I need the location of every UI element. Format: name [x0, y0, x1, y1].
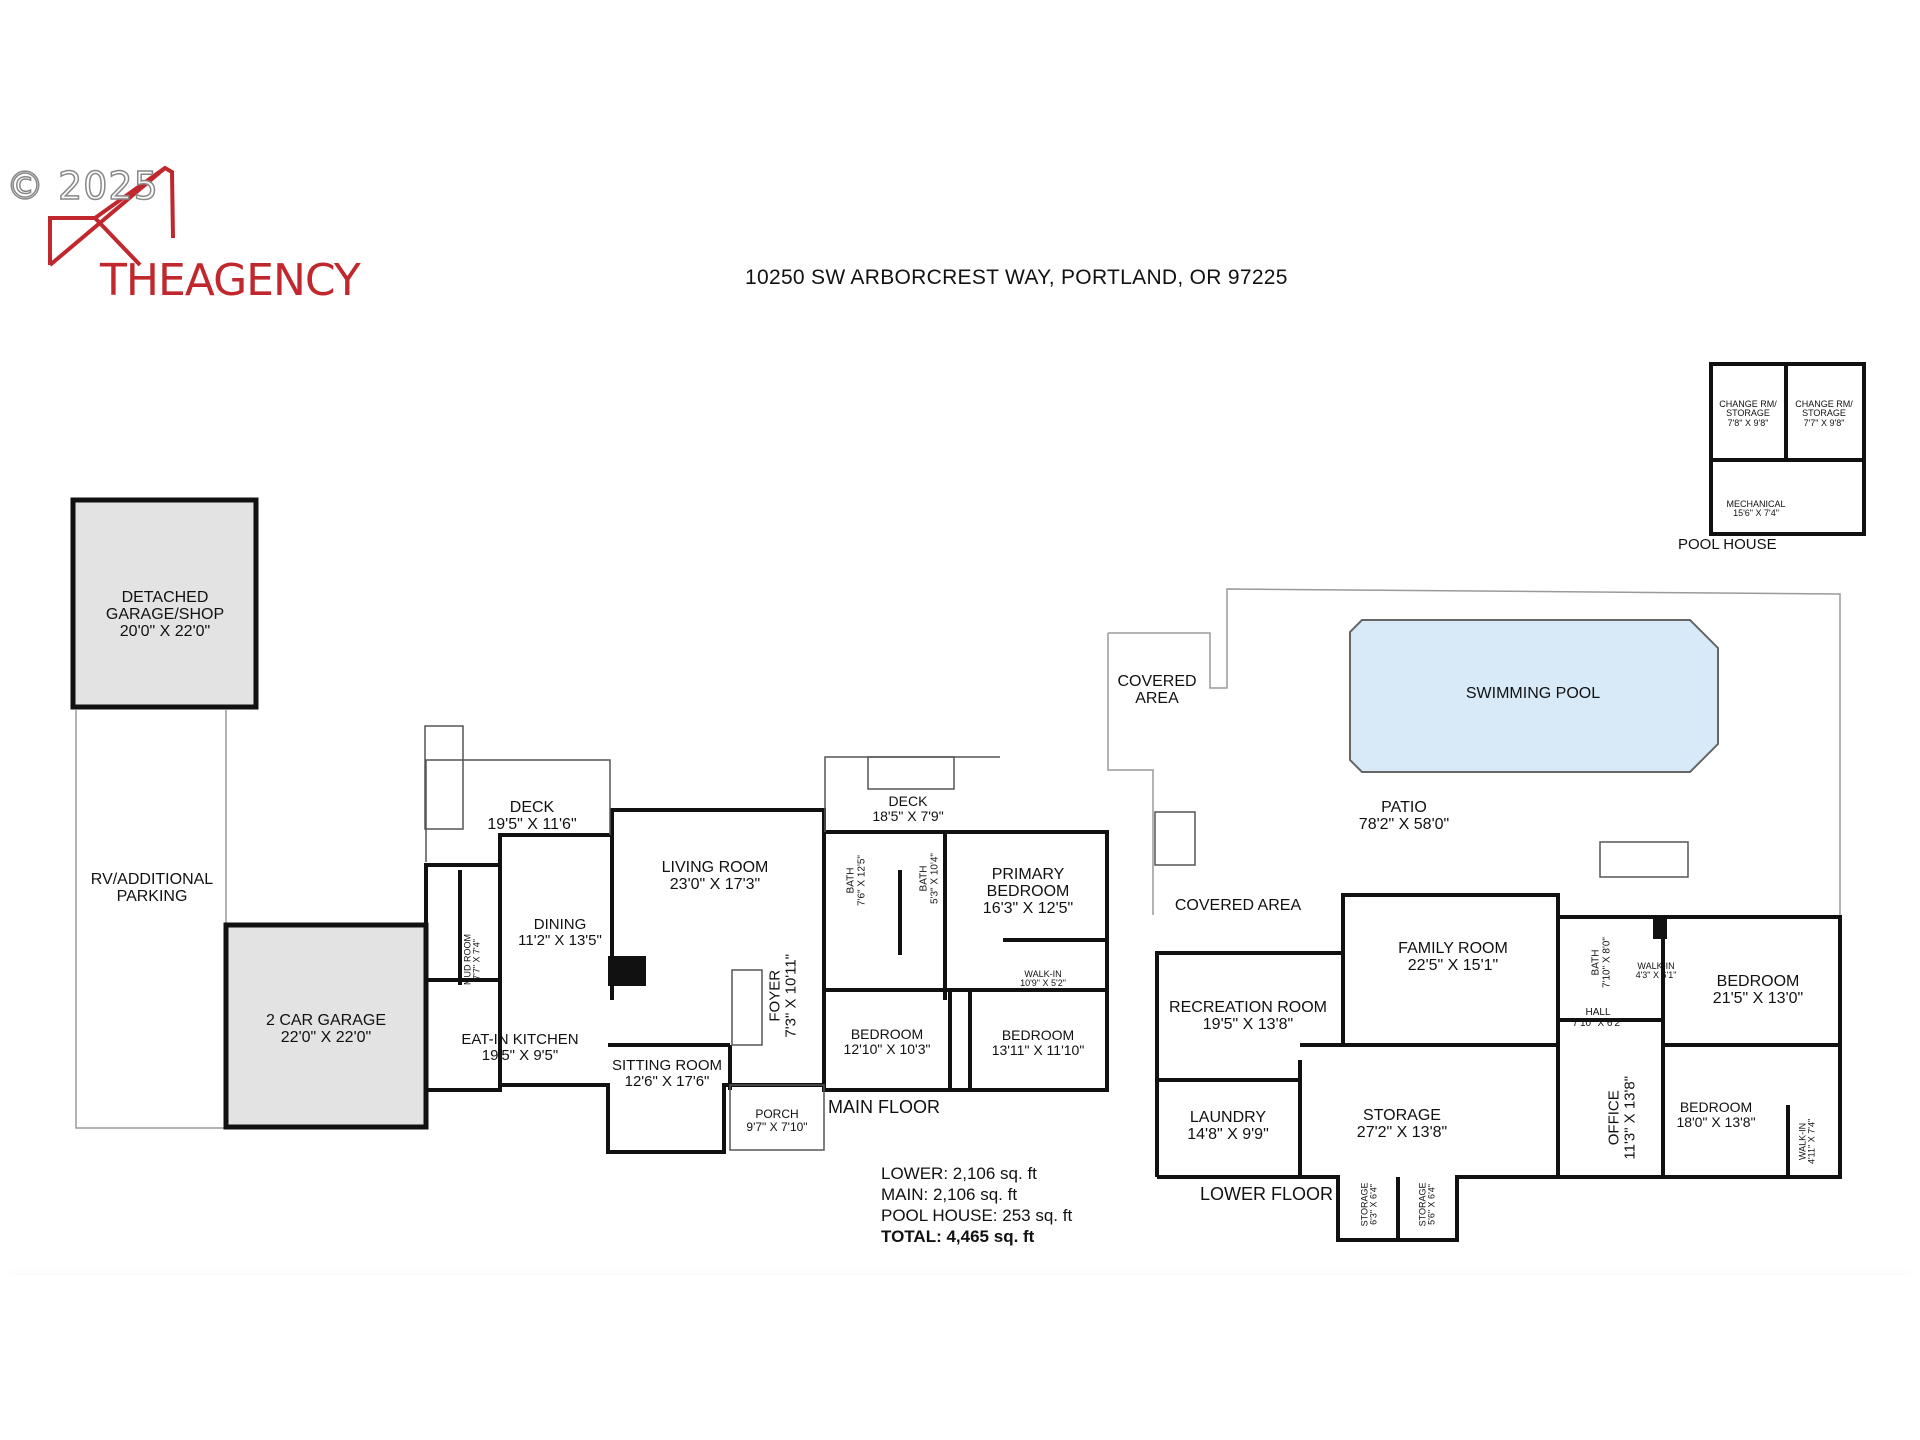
agency-logo-text: THEAGENCY: [100, 255, 361, 306]
main-floor-walls: [424, 808, 1109, 1154]
square-footage-totals: LOWER: 2,106 sq. ft MAIN: 2,106 sq. ft P…: [881, 1163, 1072, 1247]
covered-area-top-label: COVERED AREA: [1117, 673, 1197, 707]
patio-outline-right: [1108, 588, 1841, 915]
rv-parking-outline: [75, 710, 227, 1129]
lower-fireplace: [1653, 917, 1667, 939]
pool-house-label: POOL HOUSE: [1678, 536, 1777, 553]
swimming-pool-label: SWIMMING POOL: [1465, 685, 1601, 702]
property-address: 10250 SW ARBORCREST WAY, PORTLAND, OR 97…: [745, 266, 1288, 289]
total-sqft: TOTAL: 4,465 sq. ft: [881, 1227, 1035, 1246]
patio-outline: [1107, 633, 1154, 915]
patio-stairs-right: [1599, 841, 1689, 878]
main-sqft: MAIN: 2,106 sq. ft: [881, 1185, 1018, 1204]
rv-parking-label: RV/ADDITIONAL PARKING: [90, 871, 214, 905]
pool-house-sqft: POOL HOUSE: 253 sq. ft: [881, 1206, 1073, 1225]
patio-stairs-left: [1154, 811, 1196, 866]
car-garage-outline: [223, 922, 429, 1130]
main-floor-label: MAIN FLOOR: [828, 1097, 941, 1117]
lower-floor-walls: [1155, 893, 1842, 1242]
fireplace: [608, 956, 646, 986]
copyright-watermark: © 2025: [5, 163, 159, 209]
main-floor-decks: [424, 725, 1000, 1151]
lower-floor-label: LOWER FLOOR: [1200, 1184, 1334, 1204]
detached-garage-outline: [70, 497, 259, 710]
swimming-pool-shape: [1349, 619, 1719, 773]
covered-area-lower-label: COVERED AREA: [1174, 897, 1302, 914]
lower-sqft: LOWER: 2,106 sq. ft: [881, 1164, 1037, 1183]
pool-house-walls: [1709, 362, 1866, 536]
agency-logo-mark: [48, 165, 175, 267]
footer-band: [0, 1275, 1920, 1440]
